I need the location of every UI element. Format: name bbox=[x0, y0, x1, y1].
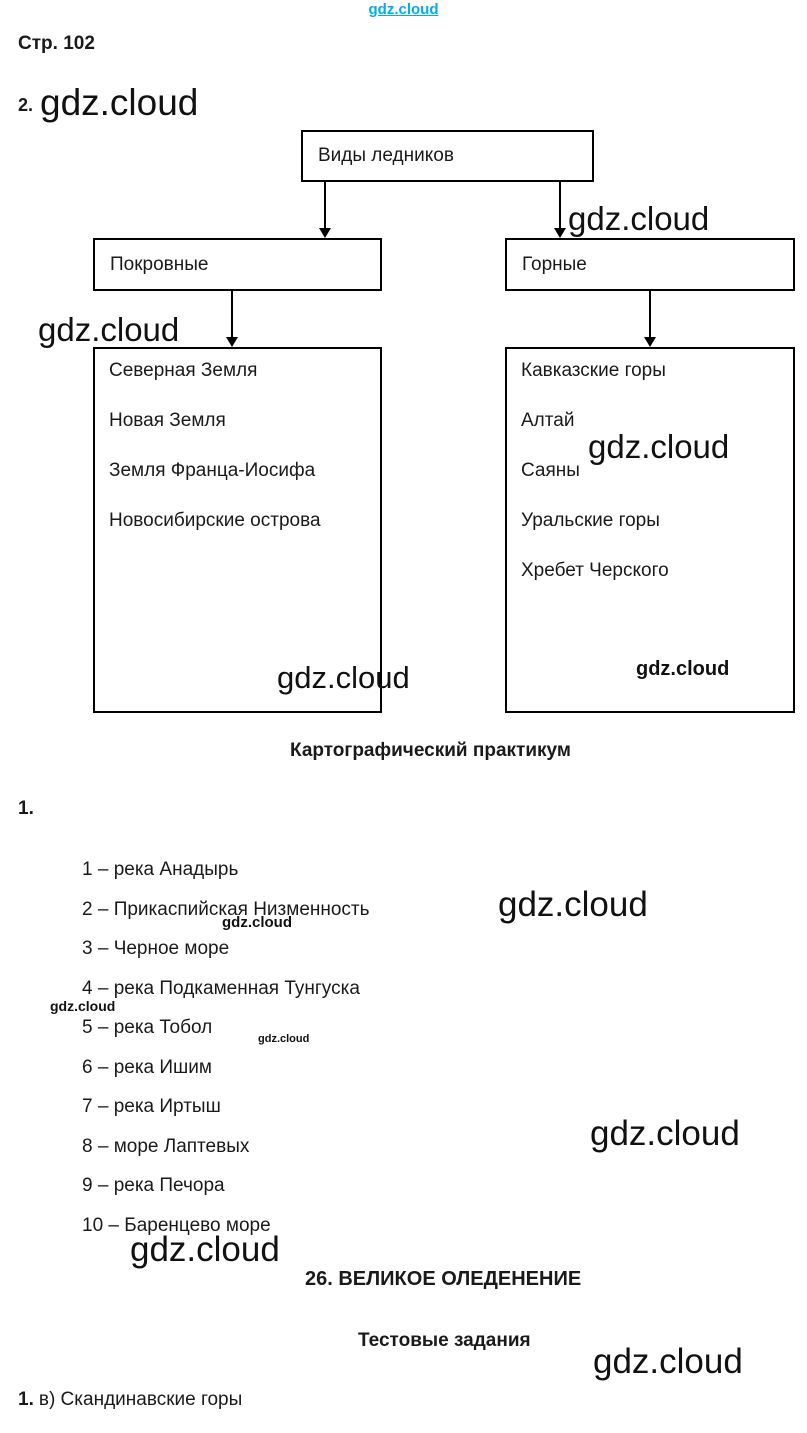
glacier-item: Новосибирские острова bbox=[109, 510, 321, 531]
practicum-title: Картографический практикум bbox=[290, 740, 571, 761]
practicum-item: 3 – Черное море bbox=[82, 938, 230, 959]
watermark: gdz.cloud bbox=[636, 658, 730, 680]
watermark: gdz.cloud bbox=[258, 1033, 310, 1045]
arrow-down-right-list bbox=[644, 290, 656, 347]
arrow-down-right bbox=[554, 182, 566, 238]
practicum-item: 9 – река Печора bbox=[82, 1175, 225, 1196]
practicum-item: 7 – река Иртыш bbox=[82, 1096, 221, 1117]
practicum-item: 8 – море Лаптевых bbox=[82, 1135, 250, 1157]
watermark: gdz.cloud bbox=[222, 914, 292, 931]
answer-line: 1.в) Скандинавские горы bbox=[18, 1389, 242, 1411]
watermark: gdz.cloud bbox=[50, 998, 116, 1014]
practicum-item: 10 – Баренцево море bbox=[82, 1214, 271, 1236]
glacier-item: Кавказские горы bbox=[521, 360, 666, 381]
right-branch-label: Горные bbox=[522, 253, 587, 275]
watermark: gdz.cloud bbox=[130, 1230, 280, 1269]
flowchart-root-label: Виды ледников bbox=[318, 145, 454, 166]
practicum-list: 1 – река Анадырь 2 – Прикаспийская Низмен… bbox=[82, 850, 370, 1245]
flowchart-right-branch-box: Горные bbox=[505, 238, 795, 291]
arrow-down-left-list bbox=[226, 290, 238, 347]
practicum-item: 4 – река Подкаменная Тунгуска bbox=[82, 977, 360, 999]
practicum-item: 2 – Прикаспийская Низменность bbox=[82, 898, 370, 920]
glacier-item: Земля Франца-Иосифа bbox=[109, 460, 316, 481]
practicum-item: 5 – река Тобол bbox=[82, 1017, 213, 1038]
watermark: gdz.cloud bbox=[588, 428, 730, 465]
watermark: gdz.cloud bbox=[40, 82, 199, 123]
answer1-number: 1. bbox=[18, 1389, 34, 1410]
glacier-item: Саяны bbox=[521, 460, 580, 481]
arrow-down-left bbox=[319, 182, 331, 238]
page-header: Стр. 102 bbox=[18, 33, 95, 54]
glacier-item: Хребет Черского bbox=[521, 560, 669, 581]
section26-title: 26. ВЕЛИКОЕ ОЛЕДЕНЕНИЕ bbox=[305, 1268, 582, 1290]
watermark: gdz.cloud bbox=[590, 1114, 740, 1153]
watermark: gdz.cloud bbox=[593, 1342, 743, 1381]
practicum-task1-number: 1. bbox=[18, 798, 34, 819]
watermark: gdz.cloud bbox=[38, 311, 180, 348]
task2-number: 2. bbox=[18, 95, 34, 115]
practicum-item: 1 – река Анадырь bbox=[82, 859, 239, 880]
glacier-item: Новая Земля bbox=[109, 410, 226, 431]
flowchart-left-branch-box: Покровные bbox=[93, 238, 382, 291]
watermark: gdz.cloud bbox=[568, 200, 710, 237]
watermark-link[interactable]: gdz.cloud bbox=[368, 1, 439, 18]
glacier-item: Алтай bbox=[521, 410, 575, 431]
glacier-item: Северная Земля bbox=[109, 360, 258, 381]
practicum-item: 6 – река Ишим bbox=[82, 1056, 212, 1078]
watermark: gdz.cloud bbox=[277, 660, 410, 695]
watermark: gdz.cloud bbox=[498, 885, 648, 924]
answer1-text: в) Скандинавские горы bbox=[38, 1389, 243, 1410]
section26-subtitle: Тестовые задания bbox=[358, 1330, 531, 1351]
glacier-item: Уральские горы bbox=[521, 510, 660, 531]
left-branch-label: Покровные bbox=[110, 253, 209, 275]
flowchart-root-box: Виды ледников bbox=[301, 130, 594, 182]
